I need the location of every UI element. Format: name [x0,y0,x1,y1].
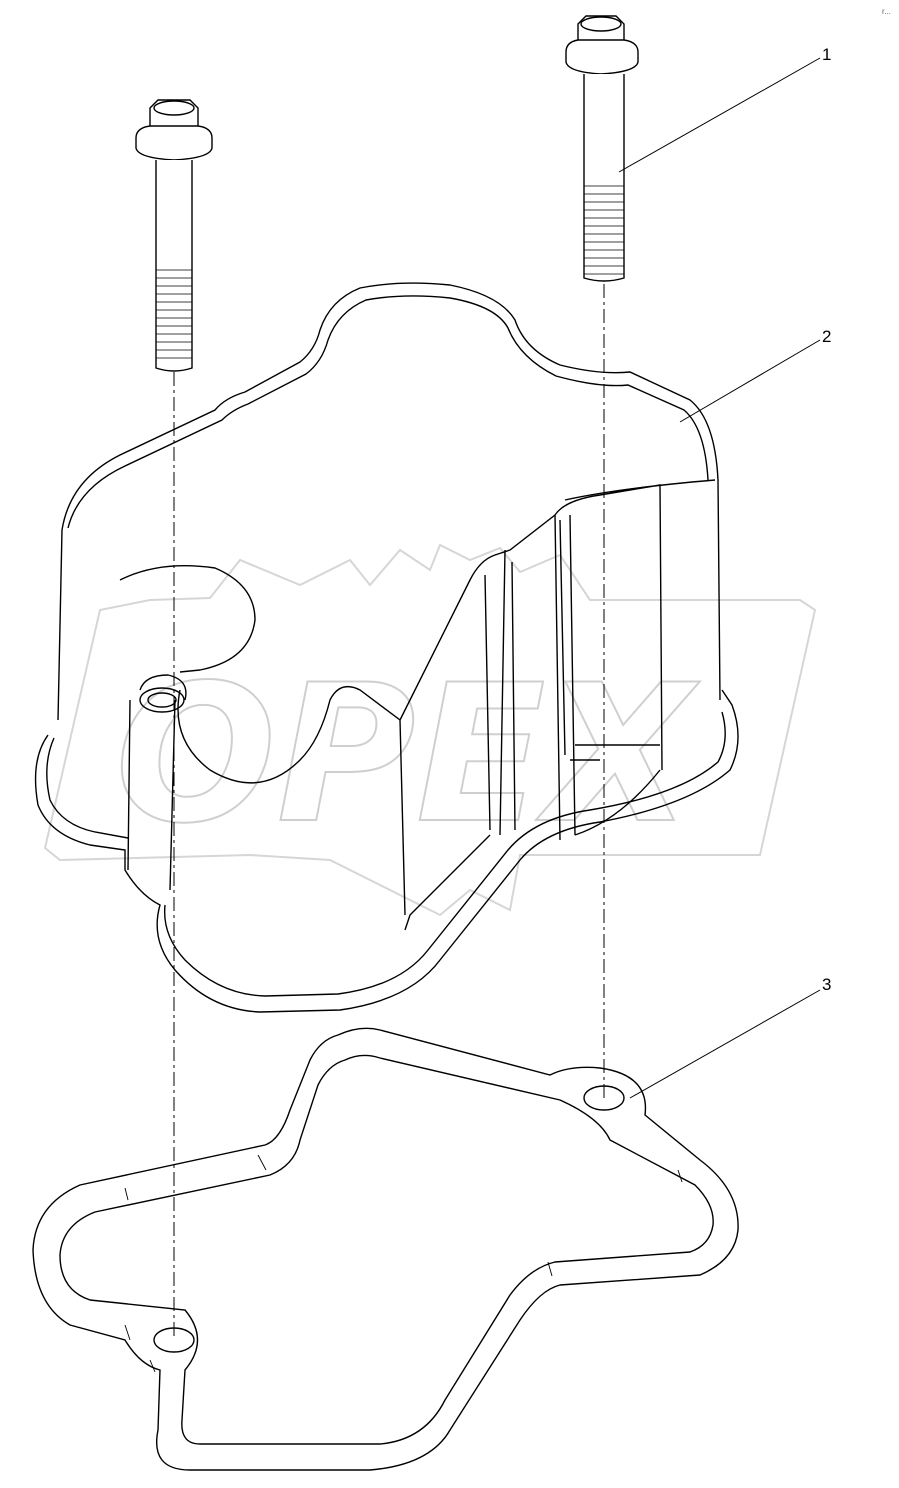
leader-line-2 [679,339,821,423]
cover-boss-left [119,565,256,891]
cover-bolt-hole-left-inner [147,692,177,708]
gasket-inner [59,1054,714,1445]
gasket-outer [32,1027,739,1471]
watermark-text: OPEX [115,644,701,865]
cover-rib-lines [484,519,660,831]
cover-flange [34,689,739,1013]
leader-line-1 [618,57,821,173]
cover-top-edge [67,295,709,529]
assembly-center-lines [173,284,605,1340]
corner-mark: r... [882,7,891,16]
leader-lines [618,57,821,1099]
cover-body [57,282,721,721]
cover-bolt-hole-left [139,687,185,713]
callout-2: 2 [822,327,831,346]
valve-cover [34,282,739,1013]
cover-recess [177,479,716,931]
gasket-edge-ticks [124,1154,683,1373]
leader-line-3 [629,989,821,1099]
callout-1: 1 [822,45,831,64]
callout-3: 3 [822,975,831,994]
watermark-gear-outline [43,543,817,917]
bolt-left [135,99,213,372]
watermark-logo: OPEX [43,543,817,917]
cover-flange-inner [46,711,726,997]
bolt-right [565,15,639,282]
gasket [32,1027,739,1471]
